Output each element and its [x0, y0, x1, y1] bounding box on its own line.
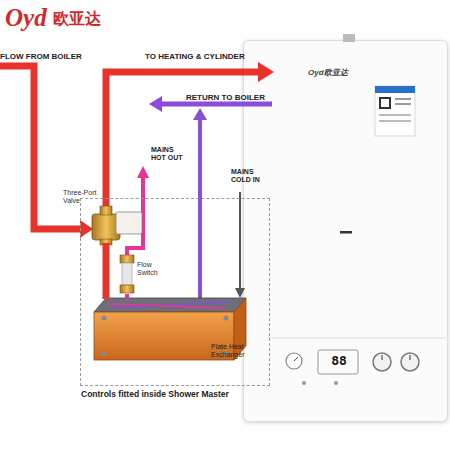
control-knob: [401, 353, 419, 371]
gauge-needle: [294, 357, 298, 361]
group-caption: Controls fitted inside Shower Master: [81, 390, 301, 400]
sticker-band: [375, 86, 415, 93]
panel-line: [268, 338, 446, 339]
pressure-gauge: [286, 353, 302, 369]
pipe-label: MAINS COLD IN: [231, 168, 267, 184]
bolt: [102, 316, 107, 321]
switch-tube: [122, 263, 132, 285]
pipe-label: MAINS HOT OUT: [151, 146, 187, 162]
bolt: [102, 352, 107, 357]
component-label: Flow Switch: [137, 261, 169, 277]
valve-port: [100, 206, 112, 215]
switch-fitting: [120, 255, 134, 263]
switch-component: Flow Switch: [119, 253, 179, 294]
rating-sticker: [375, 86, 415, 136]
pipe-connector: [103, 243, 110, 299]
return-riser: [198, 118, 202, 300]
valve-component: Three-Port Valve: [59, 187, 145, 243]
component-label: Plate Heat Exchanger: [211, 343, 251, 359]
logo-chinese: 欧亚达: [53, 10, 101, 28]
sticker-line: [379, 120, 411, 122]
front-slot: [340, 231, 352, 234]
pipe-label: TO HEATING & CYLINDER: [145, 52, 245, 61]
exchanger-top: [94, 298, 246, 312]
return-pipe: [160, 102, 272, 107]
exchanger-component: Plate Heat Exchanger: [95, 299, 249, 363]
arrow-head: [193, 108, 207, 120]
flue: [343, 34, 355, 42]
control-knob: [373, 353, 391, 371]
valve-actuator: [116, 212, 142, 234]
bolt: [224, 316, 229, 321]
panel-icon: [334, 381, 338, 385]
sticker-line: [395, 98, 411, 100]
sticker-line: [379, 114, 411, 116]
knob-mark: [409, 355, 410, 360]
cold-pipe: [239, 192, 241, 290]
arrow-head: [80, 220, 93, 238]
component-label: Three-Port Valve: [63, 189, 97, 205]
flow-pipe: [0, 66, 82, 229]
sticker-qr-inner: [381, 99, 389, 107]
logo-mark: Oyd: [5, 4, 47, 33]
sticker-qr: [379, 97, 391, 109]
plate-flow: [108, 304, 226, 308]
switch-fitting: [120, 285, 134, 293]
boiler-logo: Oyd欧亚达: [308, 68, 398, 77]
display-digits: 88: [319, 354, 359, 369]
knob-mark: [381, 355, 382, 360]
pipe-connector: [125, 294, 129, 299]
arrow-head: [137, 166, 149, 178]
pipe-label: RETURN TO BOILER: [186, 93, 265, 102]
arrow-head: [149, 96, 162, 112]
panel-icon: [302, 381, 306, 385]
sticker-line: [395, 103, 411, 105]
pipe-label: FLOW FROM BOILER: [0, 52, 82, 61]
